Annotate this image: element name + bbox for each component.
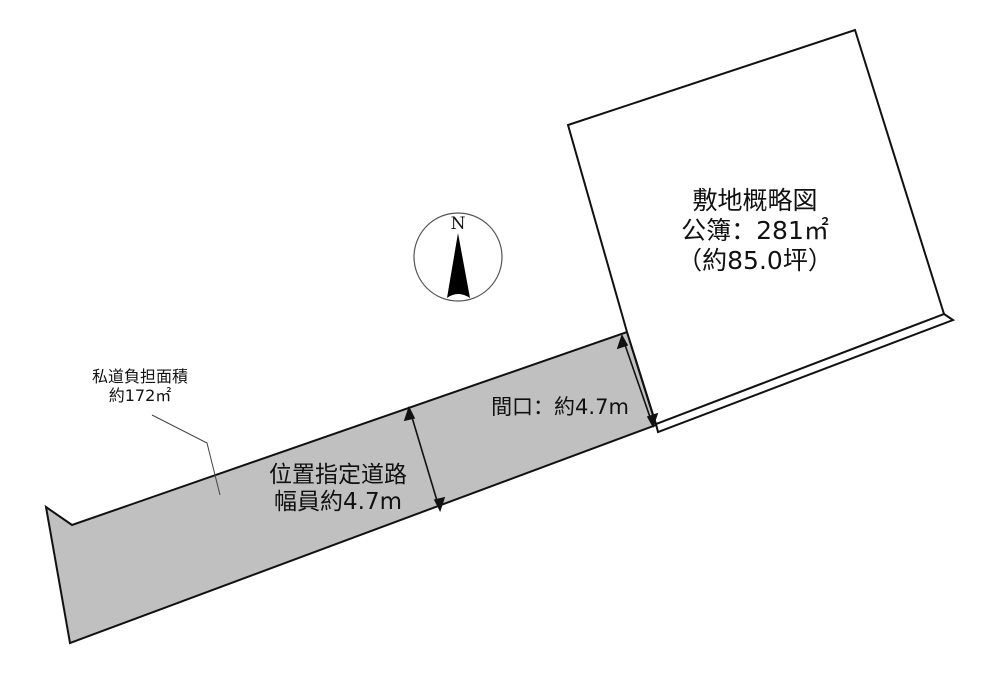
frontage-label: 間口：約4.7m: [491, 395, 629, 419]
lot-tsubo: （約85.0坪）: [677, 246, 833, 275]
private-road-label: 私道負担面積 約172㎡: [45, 367, 235, 405]
private-road-leader-line: [151, 414, 221, 496]
private-road-title: 私道負担面積: [91, 367, 188, 386]
road-width-dimension-arrow: [403, 405, 446, 513]
road-width: 幅員約4.7m: [274, 489, 402, 515]
lot-area: 公簿：281㎡: [681, 216, 829, 245]
lot-label: 敷地概略図 公簿：281㎡ （約85.0坪）: [655, 186, 855, 276]
frontage-dimension-arrow: [616, 334, 659, 428]
lot-boundary: [566, 28, 946, 426]
compass-north-letter: N: [451, 214, 466, 234]
lot-title: 敷地概略図: [692, 186, 818, 215]
private-road-area: 約172㎡: [108, 386, 172, 405]
road-label: 位置指定道路 幅員約4.7m: [238, 462, 438, 516]
lot-edge-double-line: [655, 313, 956, 434]
north-arrow-icon: N: [413, 212, 503, 302]
road-type: 位置指定道路: [269, 462, 407, 488]
